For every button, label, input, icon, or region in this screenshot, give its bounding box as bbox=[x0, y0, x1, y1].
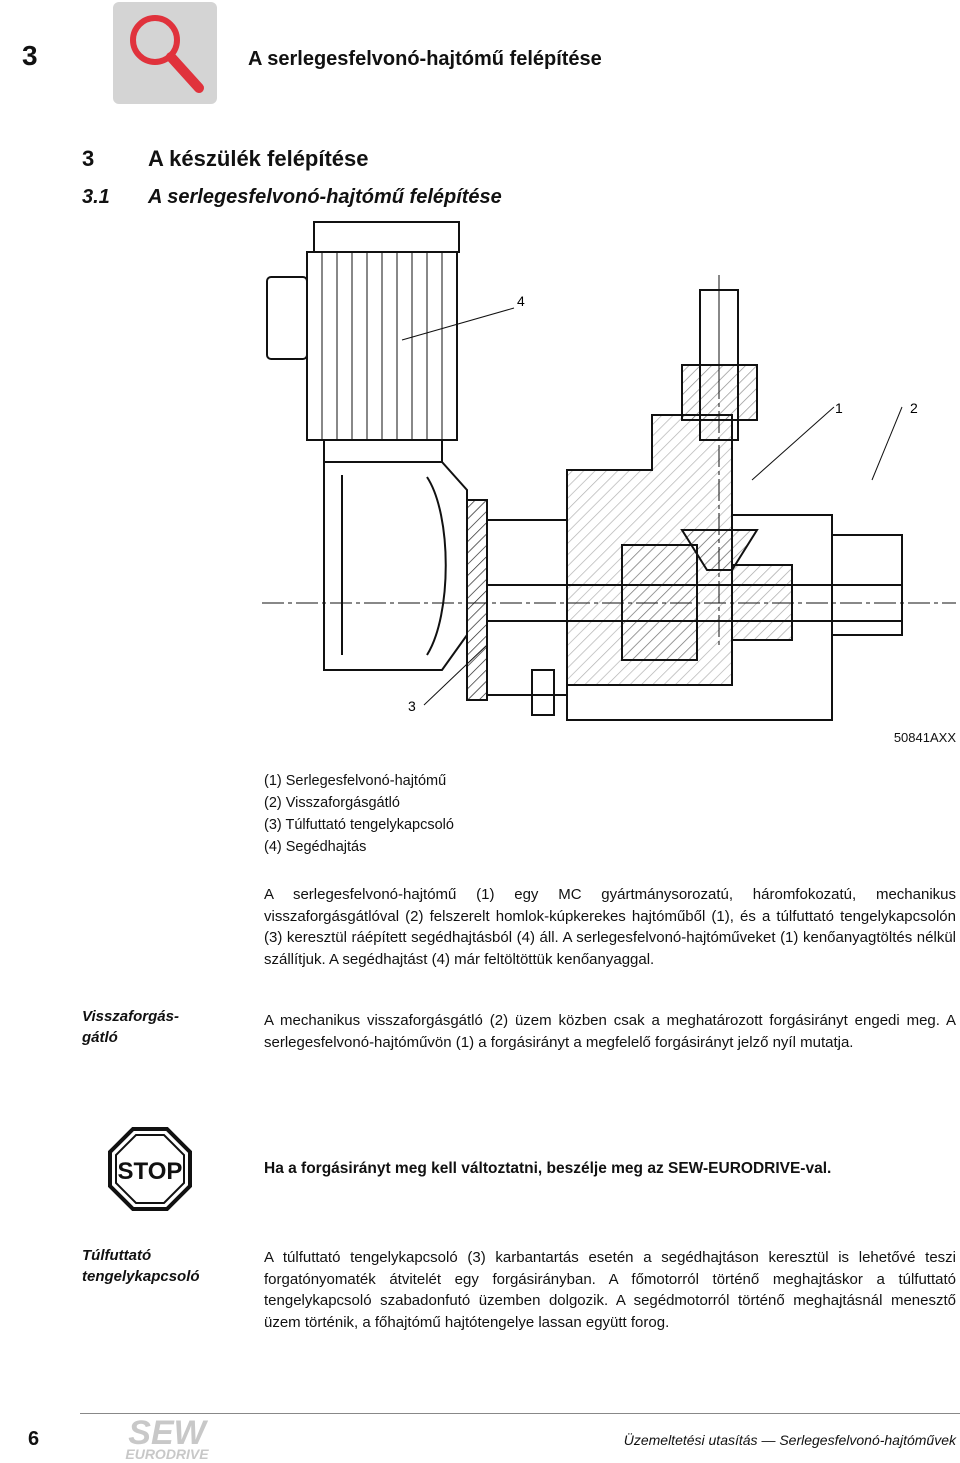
section-title: A készülék felépítése bbox=[148, 146, 369, 171]
backstop-paragraph: A mechanikus visszaforgásgátló (2) üzem … bbox=[264, 1012, 956, 1051]
page-number: 6 bbox=[28, 1428, 40, 1450]
footer-doc-title: Üzemeltetési utasítás — Serlegesfelvonó-… bbox=[623, 1432, 956, 1448]
subsection-title: A serlegesfelvonó-hajtómű felépítése bbox=[148, 186, 502, 208]
section-number: 3 bbox=[82, 146, 95, 171]
header-title: A serlegesfelvonó-hajtómű felépítése bbox=[248, 48, 602, 70]
side-label-overrunning-clutch: Túlfuttató tengelykapcsoló bbox=[82, 1245, 242, 1287]
figure-label-2: 2 bbox=[910, 400, 918, 416]
legend-item: (1) Serlegesfelvonó-hajtómű bbox=[264, 773, 447, 789]
side-label-backstop: Visszaforgás- gátló bbox=[82, 1006, 242, 1048]
warning-text: Ha a forgásirányt meg kell változtatni, … bbox=[264, 1160, 832, 1177]
side-label-line: tengelykapcsoló bbox=[82, 1268, 200, 1285]
subsection-heading: 3.1 A serlegesfelvonó-hajtómű felépítése bbox=[82, 186, 502, 209]
chapter-number: 3 bbox=[22, 40, 38, 71]
subsection-number: 3.1 bbox=[82, 186, 110, 208]
sew-eurodrive-logo: SEW EURODRIVE bbox=[125, 1414, 209, 1462]
svg-text:SEW: SEW bbox=[128, 1414, 208, 1452]
figure-label-4: 4 bbox=[517, 293, 525, 309]
legend-item: (2) Visszaforgásgátló bbox=[264, 795, 400, 811]
intro-paragraph: A serlegesfelvonó-hajtómű (1) egy MC gyá… bbox=[264, 886, 956, 968]
figure-label-1: 1 bbox=[835, 400, 843, 416]
section-heading: 3 A készülék felépítése bbox=[82, 146, 369, 172]
figure-label-3: 3 bbox=[408, 698, 416, 714]
gearbox-drawing: 4 1 2 3 bbox=[262, 221, 956, 721]
magnifier-icon bbox=[113, 2, 217, 104]
stop-sign-icon: STOP bbox=[108, 1127, 192, 1211]
side-label-line: Túlfuttató bbox=[82, 1247, 152, 1264]
figure-code: 50841AXX bbox=[893, 730, 956, 745]
side-label-line: Visszaforgás- bbox=[82, 1008, 179, 1025]
stop-sign-text: STOP bbox=[118, 1158, 183, 1185]
legend-item: (4) Segédhajtás bbox=[264, 839, 367, 855]
legend-item: (3) Túlfuttató tengelykapcsoló bbox=[264, 817, 454, 833]
figure-legend: (1) Serlegesfelvonó-hajtómű (2) Visszafo… bbox=[264, 770, 454, 858]
overrunning-clutch-paragraph: A túlfuttató tengelykapcsoló (3) karbant… bbox=[264, 1249, 956, 1331]
footer-rule bbox=[80, 1413, 960, 1414]
side-label-line: gátló bbox=[82, 1029, 118, 1046]
svg-text:EURODRIVE: EURODRIVE bbox=[125, 1446, 209, 1462]
